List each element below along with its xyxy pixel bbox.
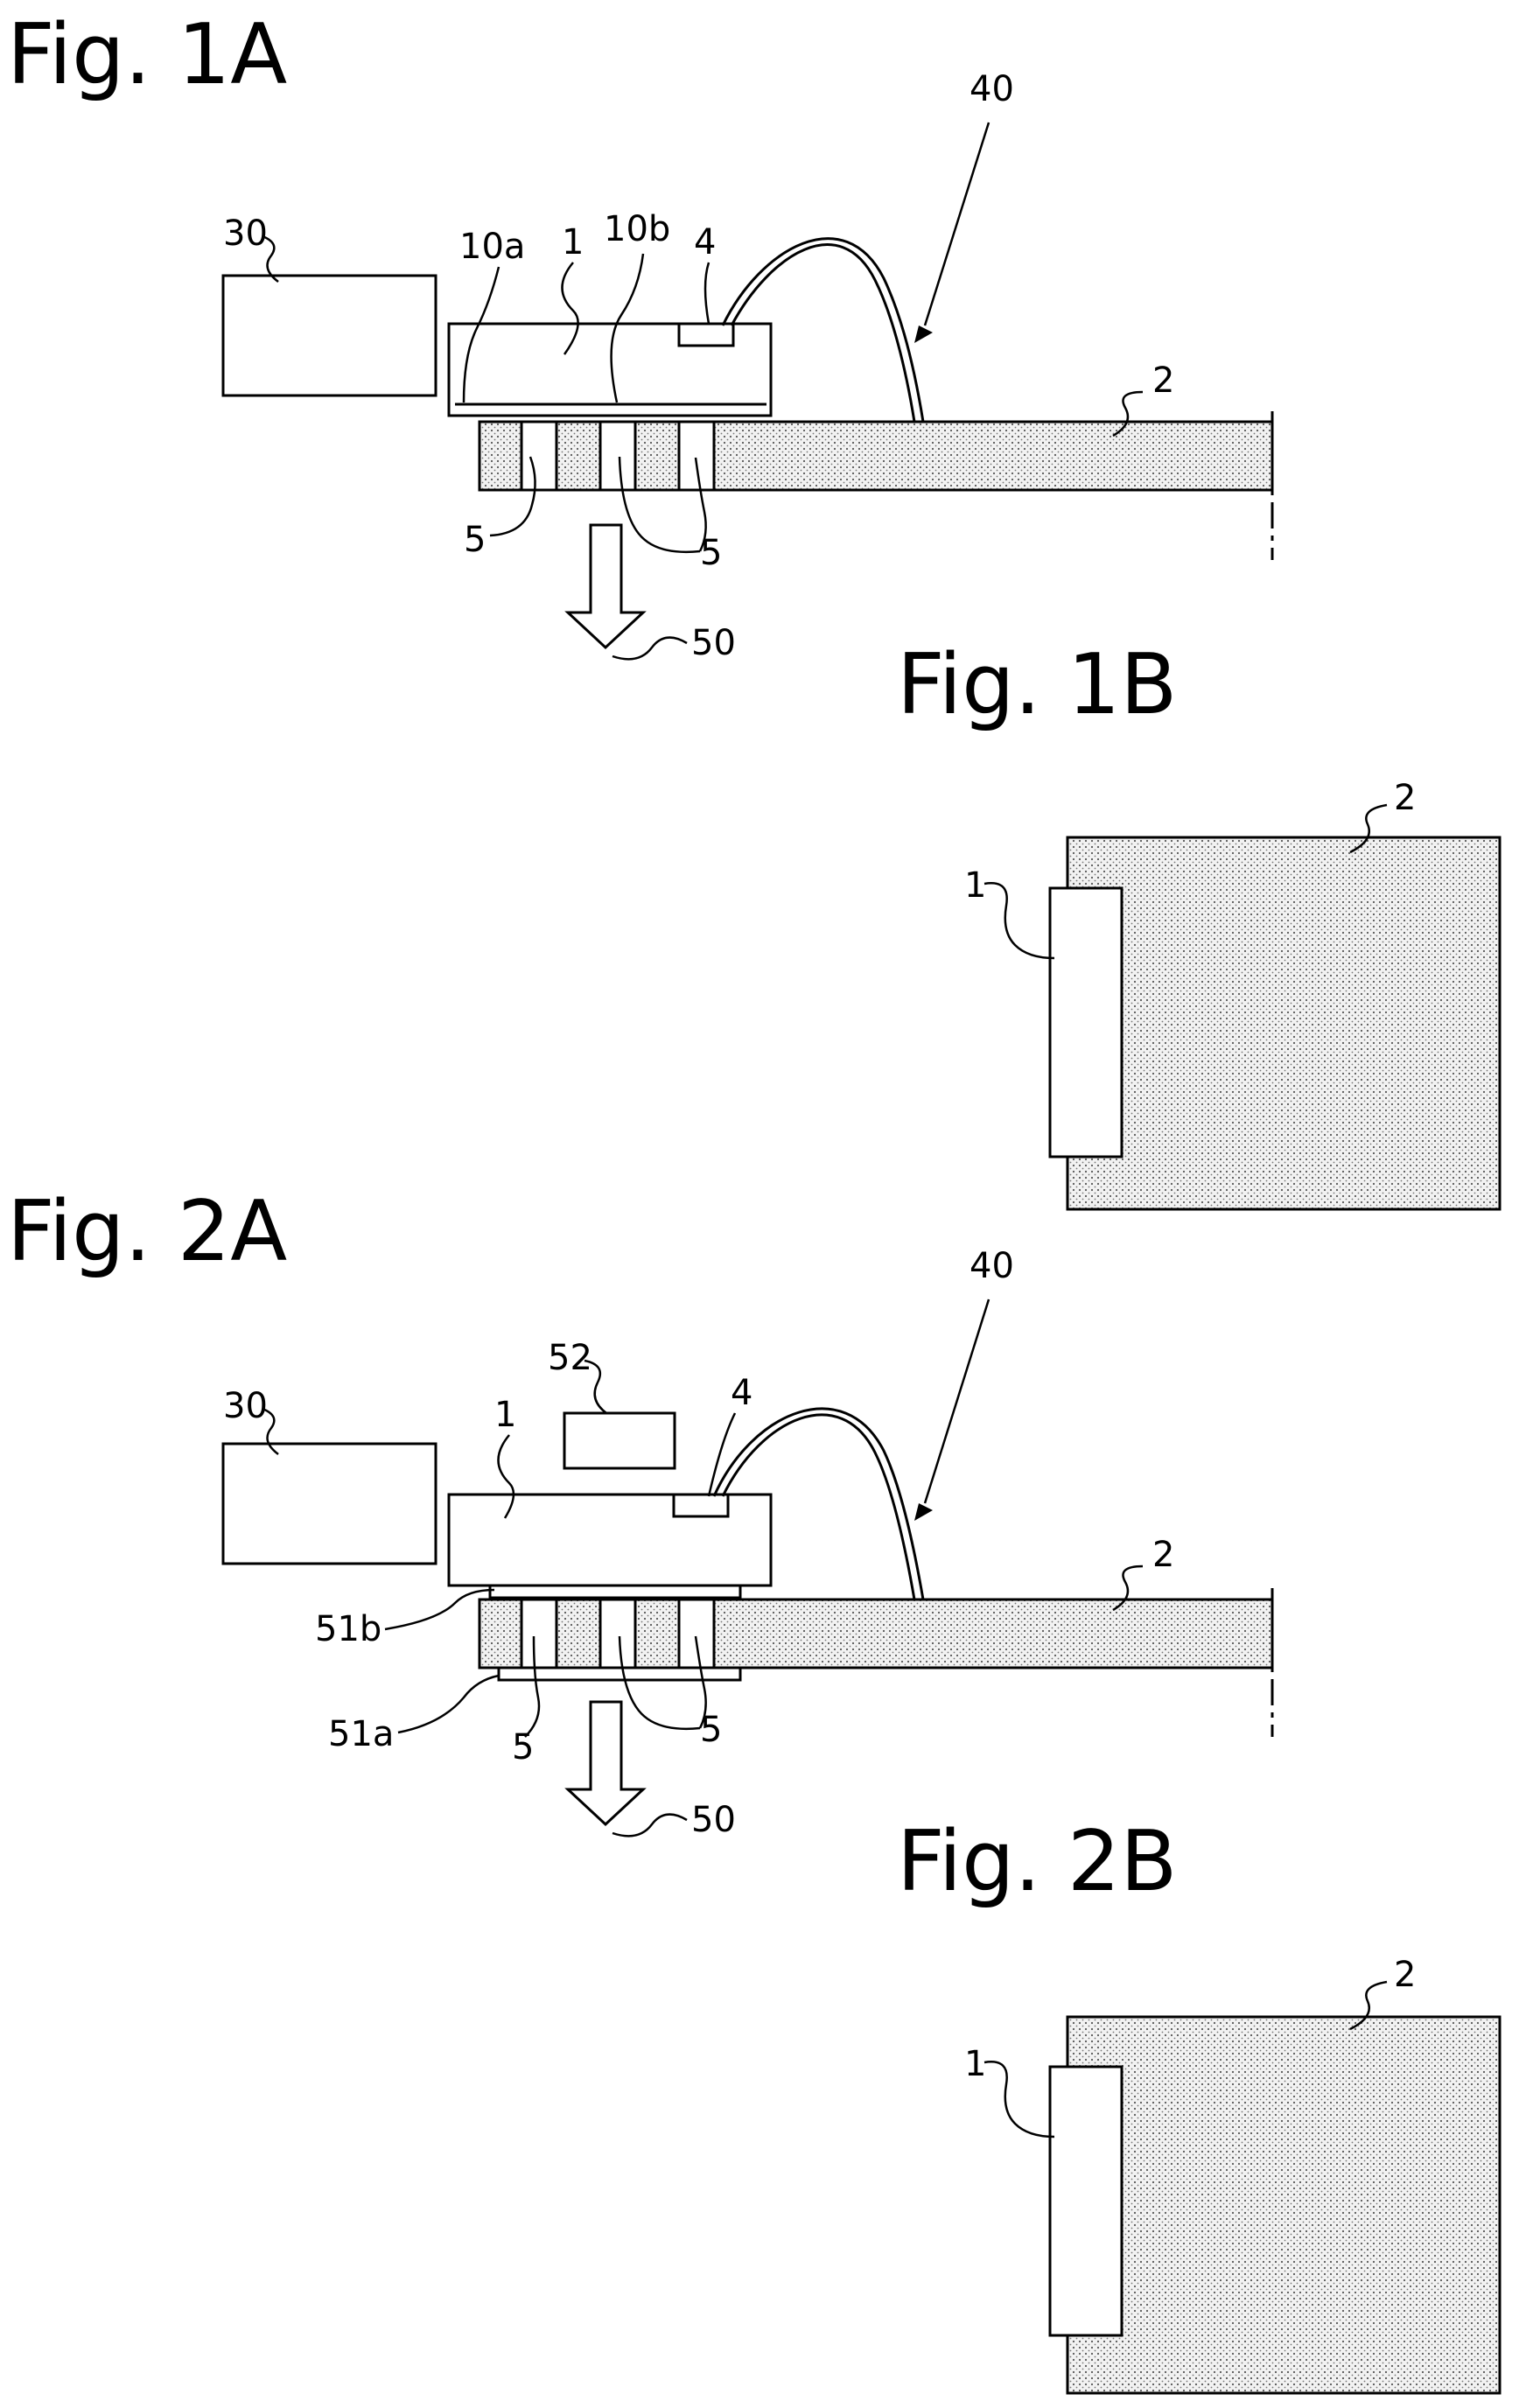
figure-2b-title: Fig. 2B (897, 1814, 1177, 1910)
ref-40-fig2a: 40 (970, 1246, 1014, 1286)
contact-4 (674, 1494, 728, 1516)
leader-40 (925, 122, 989, 326)
figure-2a: Fig. 2A 30 2 52 1 4 40 51b (7, 1184, 1272, 1840)
leader-1-fig1b (984, 883, 1054, 958)
ref-30: 30 (223, 214, 268, 254)
ref-30-fig2a: 30 (223, 1386, 268, 1426)
component-30 (223, 1444, 436, 1564)
arrow-50 (568, 1702, 643, 1824)
ref-1-fig2a: 1 (494, 1395, 516, 1435)
ref-1: 1 (562, 222, 584, 262)
leader-51a (398, 1676, 499, 1732)
ref-2-fig1b: 2 (1394, 778, 1416, 818)
figure-2a-title: Fig. 2A (7, 1184, 287, 1280)
component-1-top-view (1050, 2067, 1122, 2335)
leader-50 (612, 638, 687, 660)
via-5 (522, 422, 556, 490)
ref-1-fig2b: 1 (964, 2044, 986, 2084)
ref-10a: 10a (459, 227, 525, 267)
ref-51a: 51a (328, 1714, 394, 1754)
ref-2-fig2b: 2 (1394, 1955, 1416, 1995)
via-5 (679, 1600, 714, 1668)
figure-2b: Fig. 2B 2 1 (897, 1814, 1500, 2393)
ref-5-left: 5 (464, 520, 486, 560)
leader-1-fig2b (984, 2062, 1054, 2137)
substrate-2-top-view (1068, 837, 1500, 1209)
substrate-2-top-view (1068, 2017, 1500, 2393)
contact-4 (679, 324, 733, 346)
figure-1a: Fig. 1A 30 2 10a 1 10b 4 40 5 (7, 7, 1272, 663)
ref-51b: 51b (315, 1609, 382, 1649)
component-52 (564, 1413, 675, 1468)
ref-2: 2 (1152, 360, 1174, 401)
ref-10b: 10b (604, 209, 670, 249)
ref-52: 52 (548, 1338, 592, 1378)
figure-1b: Fig. 1B 2 1 (897, 637, 1500, 1209)
substrate-2 (480, 1600, 1272, 1668)
ref-5-left-fig2a: 5 (512, 1727, 534, 1768)
leader-4-fig2a (709, 1413, 735, 1496)
ref-1-fig1b: 1 (964, 865, 986, 906)
ref-4: 4 (694, 222, 716, 262)
ref-2-fig2a: 2 (1152, 1535, 1174, 1575)
arrowhead-40 (914, 326, 933, 343)
via-5 (679, 422, 714, 490)
figure-1a-title: Fig. 1A (7, 7, 287, 103)
ref-4-fig2a: 4 (731, 1373, 752, 1413)
component-30 (223, 276, 436, 396)
ref-50-fig2a: 50 (691, 1800, 736, 1840)
via-5 (522, 1600, 556, 1668)
leader-50-fig2a (612, 1815, 687, 1837)
via-5 (600, 1600, 635, 1668)
arrow-50 (568, 525, 643, 648)
via-5 (600, 422, 635, 490)
arrowhead-40-fig2a (914, 1503, 933, 1521)
leader-51b (385, 1590, 494, 1629)
leader-4 (705, 262, 709, 324)
figure-1b-title: Fig. 1B (897, 637, 1177, 733)
substrate-2 (480, 422, 1272, 490)
leader-40-fig2a (925, 1299, 989, 1503)
component-1-top-view (1050, 888, 1122, 1157)
layer-51b (490, 1586, 740, 1598)
ref-50: 50 (691, 623, 736, 663)
ref-40: 40 (970, 69, 1014, 109)
